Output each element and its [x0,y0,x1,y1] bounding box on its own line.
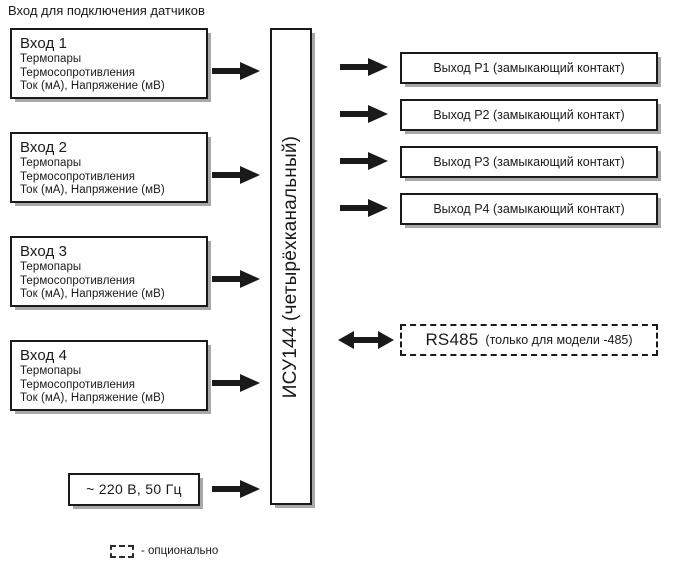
input-box-2-title: Вход 2 [20,139,68,156]
input-box-4-line-1: Термопары [20,365,82,377]
input-box-1-line-3: Ток (мА), Напряжение (мВ) [20,80,165,92]
input-box-4-line-3: Ток (мА), Напряжение (мВ) [20,392,165,404]
rs485-name: RS485 [425,330,479,349]
output-box-p1-label: Выход Р1 (замыкающий контакт) [433,61,625,75]
input-box-1-line-2: Термосопротивления [20,66,136,79]
output-box-p4: Выход Р4 (замыкающий контакт) [400,193,658,225]
device-label: ИСУ144 (четырёхканальный) [280,135,301,398]
input-box-2-line-1: Термопары [20,157,82,169]
input-box-4-line-2: Термосопротивления [20,378,136,391]
input-box-1-title: Вход 1 [20,35,68,52]
rs485-note: (только для модели -485) [485,333,633,347]
output-box-p3-label: Выход Р3 (замыкающий контакт) [433,155,625,169]
diagram-caption: Вход для подключения датчиков [8,3,205,18]
output-box-p1: Выход Р1 (замыкающий контакт) [400,52,658,84]
input-box-3-line-2: Термосопротивления [20,274,136,287]
input-box-2-line-2: Термосопротивления [20,170,136,183]
input-box-3-line-1: Термопары [20,261,82,273]
arrow-device-to-output-3 [340,152,388,170]
input-box-3-title: Вход 3 [20,243,68,260]
input-box-1-line-1: Термопары [20,53,82,65]
output-box-p2: Выход Р2 (замыкающий контакт) [400,99,658,131]
input-box-3: Вход 3 Термопары Термосопротивления Ток … [10,236,208,307]
arrow-device-to-output-2 [340,105,388,123]
rs485-box: RS485 (только для модели -485) [400,324,658,356]
arrow-input-3-to-device [212,270,260,288]
arrow-input-4-to-device [212,374,260,392]
arrow-device-to-output-1 [340,58,388,76]
input-box-3-line-3: Ток (мА), Напряжение (мВ) [20,288,165,300]
output-box-p2-label: Выход Р2 (замыкающий контакт) [433,108,625,122]
arrow-device-to-output-4 [340,199,388,217]
power-supply-label: ~ 220 В, 50 Гц [86,481,182,497]
power-supply-box: ~ 220 В, 50 Гц [68,473,200,506]
device-box-isu144: ИСУ144 (четырёхканальный) [270,28,312,505]
arrow-power-to-device [212,480,260,498]
input-box-2: Вход 2 Термопары Термосопротивления Ток … [10,132,208,203]
output-box-p4-label: Выход Р4 (замыкающий контакт) [433,202,625,216]
arrow-input-1-to-device [212,62,260,80]
legend-label: - опционально [141,545,219,557]
legend-dashed-swatch-icon [110,545,134,558]
input-box-4-title: Вход 4 [20,347,68,364]
arrow-device-to-rs485-bidirectional [338,331,394,349]
input-box-4: Вход 4 Термопары Термосопротивления Ток … [10,340,208,411]
input-box-1: Вход 1 Термопары Термосопротивления Ток … [10,28,208,99]
output-box-p3: Выход Р3 (замыкающий контакт) [400,146,658,178]
legend: - опционально [110,545,218,558]
arrow-input-2-to-device [212,166,260,184]
input-box-2-line-3: Ток (мА), Напряжение (мВ) [20,184,165,196]
